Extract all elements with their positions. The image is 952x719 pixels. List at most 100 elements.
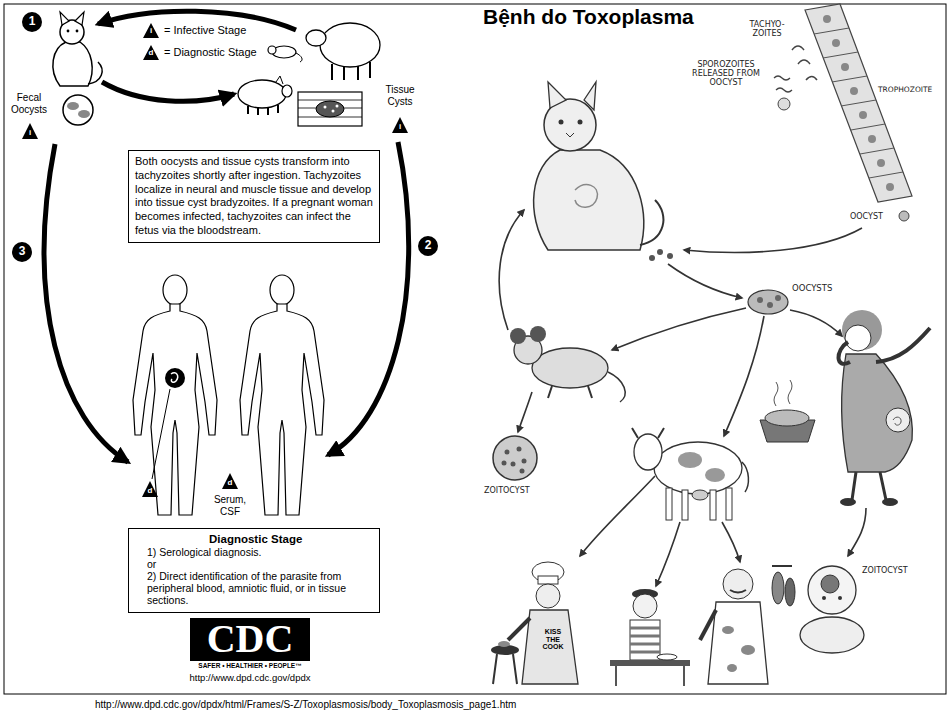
stage-letter: i [24, 129, 36, 138]
mouse-sketch [510, 328, 526, 344]
pig-figure [238, 80, 286, 108]
butcher-sketch [708, 602, 768, 684]
zoitocyst-sketch [505, 450, 510, 455]
butcher-sketch [772, 572, 784, 604]
cat-sketch [584, 82, 596, 110]
intestine-wall [850, 87, 858, 95]
mouse-figure [296, 53, 302, 62]
cycle-sketch-arrow [499, 210, 524, 330]
oocysts-sketch [748, 290, 788, 314]
child-sketch [633, 594, 657, 618]
sporozoite-sketch [778, 98, 790, 110]
baby-sketch [808, 566, 856, 614]
butcher-sketch [727, 664, 737, 672]
zoitocyst-sketch [493, 436, 537, 480]
child-sketch [630, 620, 660, 660]
zoitocyst-sketch [520, 469, 525, 474]
cow-sketch [666, 488, 672, 520]
fecal-oocyst [67, 102, 79, 110]
cow-sketch [654, 442, 742, 494]
cow-sketch [705, 468, 725, 482]
logo-tagline: SAFER • HEALTHIER • PEOPLE™ [186, 662, 314, 669]
callout-number: 3 [12, 245, 32, 259]
stage-letter: i [394, 123, 406, 132]
pregnant-woman-sketch [882, 498, 898, 506]
intestine-wall [805, 4, 912, 221]
cat-sketch [578, 120, 583, 125]
cow-sketch [742, 462, 748, 492]
cat-figure [67, 30, 70, 33]
callout-number: 2 [418, 239, 438, 253]
zoitocyst-sketch [502, 461, 507, 466]
cycle-sketch-arrow [518, 392, 532, 432]
box-heading: CDC [190, 618, 310, 660]
intestine-wall [899, 211, 909, 221]
intestine-wall [823, 15, 831, 23]
sketch-label: OOCYSTS [792, 284, 832, 294]
source-url: http://www.dpd.cdc.gov/dpdx/html/Frames/… [95, 699, 516, 711]
cycle-sketch-arrow [848, 508, 866, 556]
baby-sketch [821, 575, 839, 593]
human-figure [152, 389, 170, 479]
butcher-sketch [730, 590, 746, 593]
mouse-figure [268, 46, 302, 62]
oocysts-sketch [748, 290, 788, 314]
cycle-sketch-arrow [656, 522, 680, 586]
chef-sketch [493, 654, 517, 684]
intestine-wall [886, 183, 894, 191]
butcher-sketch [741, 645, 755, 655]
mouse-sketch [530, 326, 546, 342]
sporozoite-sketch [774, 46, 817, 110]
pig-figure [282, 85, 292, 97]
note-box: Both oocysts and tissue cysts transform … [128, 150, 380, 243]
cow-sketch [710, 490, 716, 520]
intestine-wall [814, 28, 903, 178]
legend-text: = Infective Stage [164, 24, 246, 36]
sketch-label: ZOITOCYST [484, 486, 530, 495]
cow-sketch [726, 488, 732, 520]
cat-sketch [667, 253, 673, 259]
butcher-sketch [723, 569, 753, 599]
slide-title: Bệnh do Toxoplasma [483, 5, 694, 29]
human-figure [133, 275, 324, 515]
butcher-sketch [700, 566, 795, 684]
box-text: 2) Direct identification of the parasite… [147, 570, 371, 606]
oocysts-sketch [767, 302, 773, 308]
cycle-sketch-arrow [722, 522, 740, 562]
stage-letter: d [190, 538, 202, 547]
human-figure [171, 373, 178, 383]
sheep-figure [306, 30, 326, 46]
baby-sketch [822, 596, 826, 600]
zoitocyst-sketch [511, 462, 516, 467]
sketch-label: SPOROZOITES RELEASED FROM OOCYST [684, 60, 768, 88]
intestine-wall [805, 4, 912, 202]
stage-symbol [222, 473, 238, 489]
zoitocyst-sketch [493, 436, 537, 480]
mouse-sketch [510, 326, 625, 402]
pig-figure [248, 105, 278, 115]
butcher-sketch [772, 565, 792, 567]
sporozoite-sketch [792, 46, 817, 80]
tissue-cyst [332, 110, 335, 113]
fecal-oocyst [63, 95, 93, 125]
legend-text: = Diagnostic Stage [164, 46, 257, 58]
cat-sketch [649, 255, 655, 261]
stage-letter: d [224, 479, 236, 488]
cow-sketch [692, 490, 708, 500]
mouse-sketch [608, 372, 625, 402]
meat-pan-sketch [765, 410, 809, 426]
cow-sketch [632, 428, 748, 520]
cycle-sketch-arrow [790, 310, 842, 336]
callout-circle [12, 12, 438, 262]
sketch-label: OOCYST [850, 212, 883, 221]
cat-sketch [548, 82, 566, 108]
cycle-sketch-arrow [612, 308, 746, 350]
chef-sketch [536, 584, 560, 608]
child-sketch [610, 660, 690, 666]
mouse-sketch [548, 386, 592, 398]
cow-sketch [634, 434, 662, 470]
legend-symbol [143, 23, 159, 38]
pregnant-woman-sketch [876, 328, 930, 362]
pig-figure [276, 76, 283, 84]
part-label: Tissue Cysts [372, 84, 428, 107]
